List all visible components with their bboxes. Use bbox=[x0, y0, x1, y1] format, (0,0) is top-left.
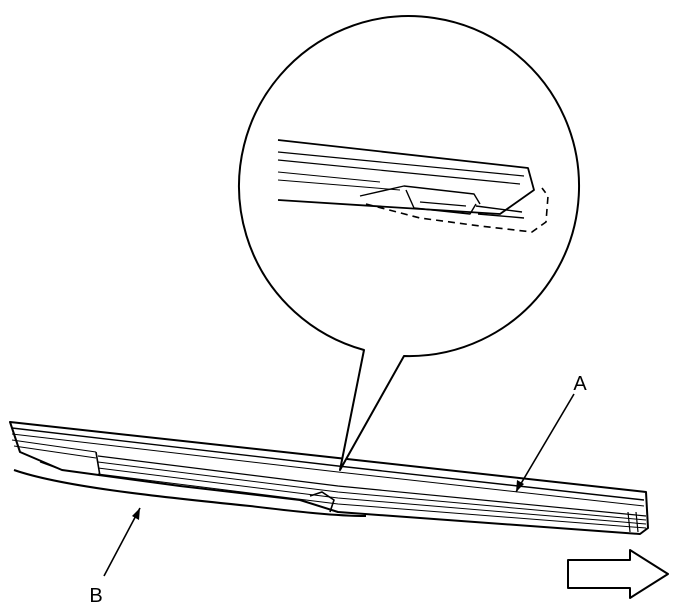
callout-b-leader bbox=[103, 507, 141, 577]
callout-a: A bbox=[515, 373, 587, 493]
callout-b: B bbox=[89, 507, 141, 607]
callout-a-label: A bbox=[573, 373, 587, 395]
retainer-b bbox=[13, 469, 367, 517]
callout-a-arrowhead bbox=[516, 480, 524, 492]
wiper-blade bbox=[9, 421, 649, 535]
callout-b-arrowhead bbox=[132, 508, 140, 520]
detail-magnifier bbox=[238, 15, 581, 471]
hollow-right-arrow-icon bbox=[567, 549, 669, 599]
callout-a-leader bbox=[515, 393, 575, 493]
callout-b-label: B bbox=[89, 585, 102, 607]
